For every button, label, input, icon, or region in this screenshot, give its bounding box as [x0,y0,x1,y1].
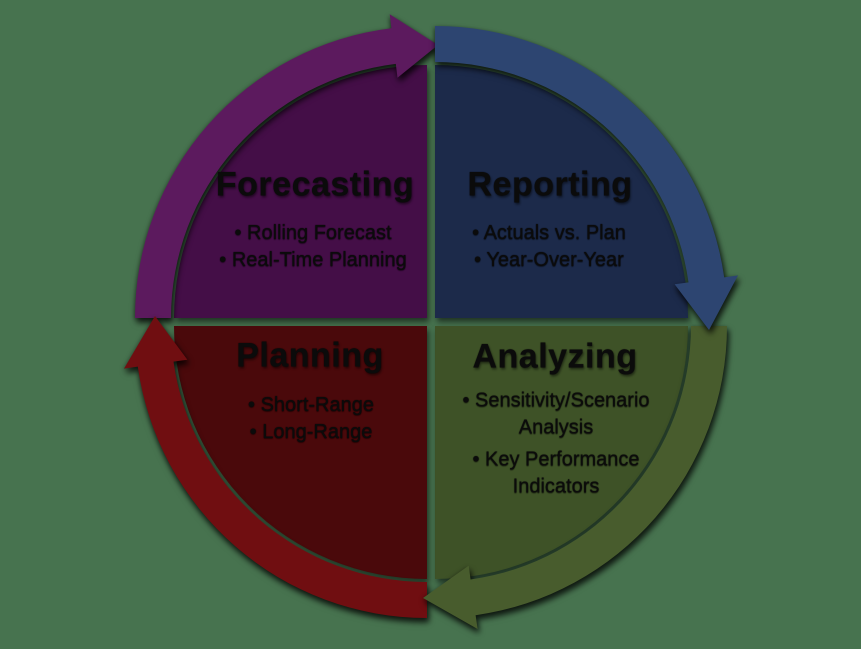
analyzing-arrow [423,326,727,629]
forecasting-quadrant [174,65,427,318]
planning-quadrant [174,326,427,579]
reporting-arrow [435,25,738,330]
forecasting-arrow [135,14,438,319]
reporting-quadrant [435,65,688,318]
analyzing-quadrant [435,326,688,579]
planning-arrow [124,316,427,618]
